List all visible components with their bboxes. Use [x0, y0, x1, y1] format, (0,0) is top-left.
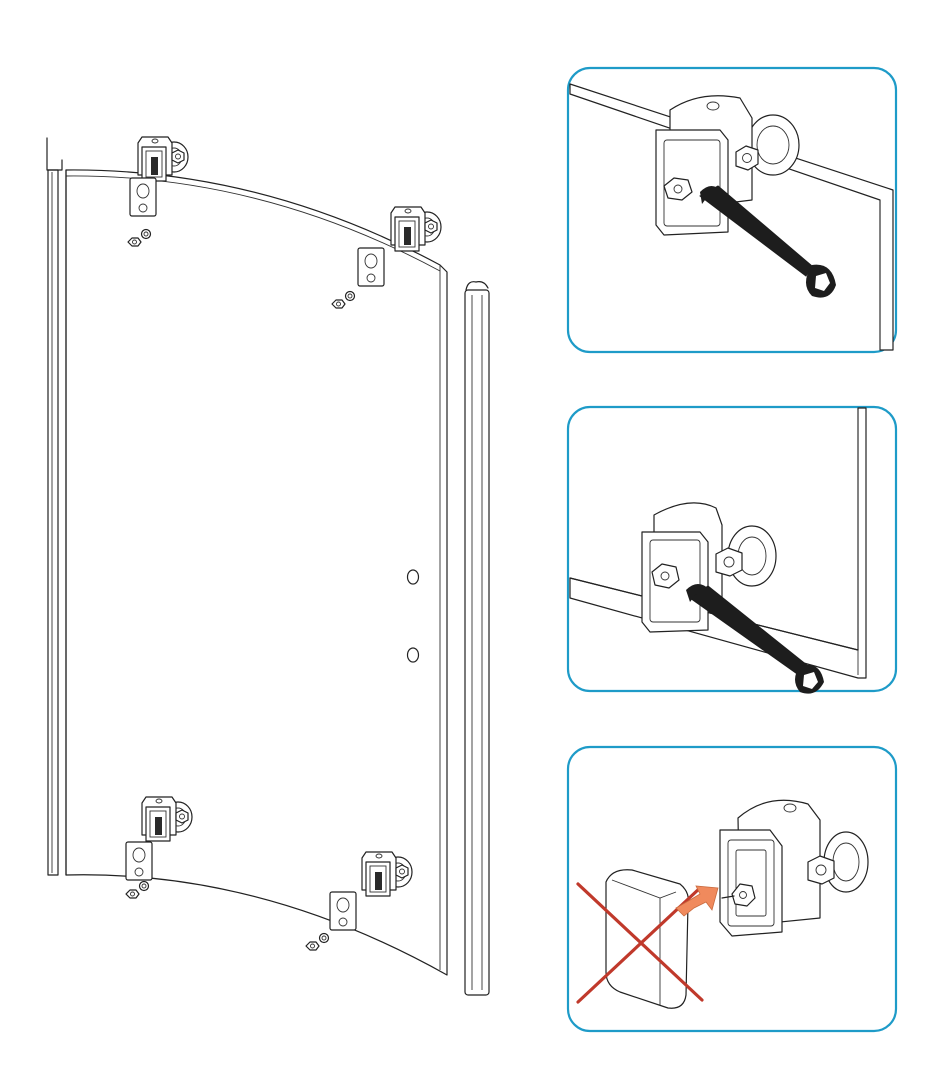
wrench-icon [699, 185, 836, 298]
bracket-detail-2 [641, 502, 777, 633]
left-wall-profile [46, 137, 63, 876]
detail-panel-1 [566, 66, 898, 354]
bracket-detail-1 [655, 95, 800, 236]
main-assembly-view [46, 136, 490, 996]
detail-panel-2 [566, 405, 898, 694]
wrench-icon [686, 584, 824, 694]
direction-arrow-icon [675, 885, 719, 917]
bracket-detail-3 [719, 799, 869, 937]
right-seal-profile [464, 281, 490, 996]
curved-glass-panel [65, 169, 448, 976]
detail-panel-3 [566, 745, 898, 1033]
handle-hole-bottom [406, 647, 420, 663]
handle-hole-top [406, 569, 420, 585]
